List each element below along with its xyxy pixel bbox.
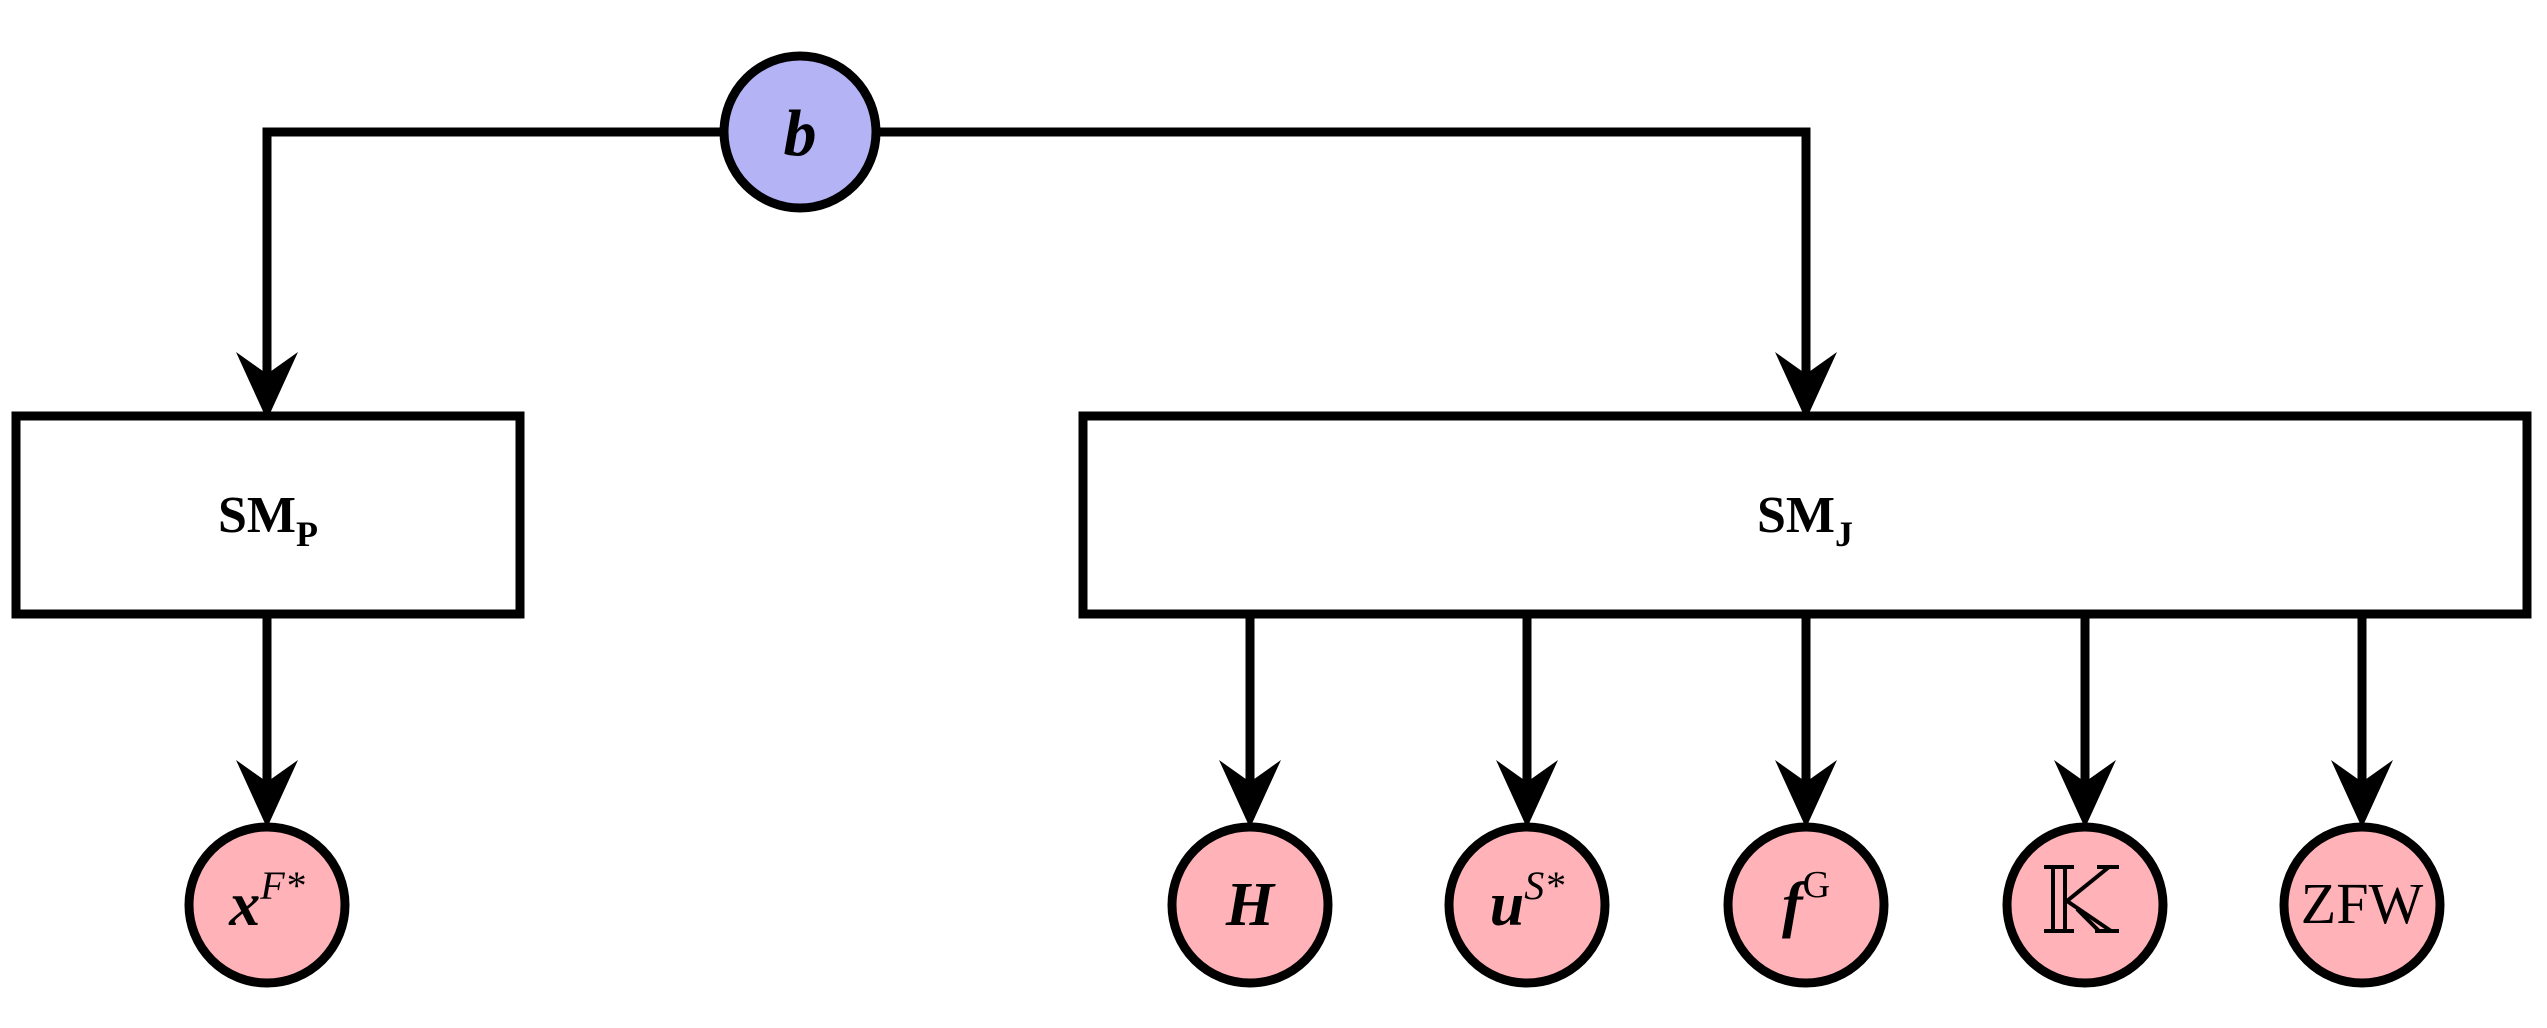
node-u-s-star-label-main: u (1490, 871, 1524, 939)
edge-sm-p-to-x (236, 614, 298, 828)
node-x-f-star-label-main: x (228, 871, 260, 939)
edge-sm-j-to-f-arrowhead (1775, 760, 1837, 828)
edge-b-to-sm-j-path (876, 127, 1811, 400)
node-sm-p-label: SMP (218, 487, 318, 554)
node-h-circle[interactable] (1167, 822, 1333, 988)
node-u-s-star-circle[interactable] (1444, 822, 1610, 988)
edge-sm-j-to-H-arrowhead (1219, 760, 1281, 828)
node-x-f-star-circle[interactable] (184, 822, 350, 988)
node-sm-p-rect[interactable] (11, 411, 525, 619)
node-u-s-star-label-sup: S* (1524, 863, 1564, 908)
node-x-f-star-label-sup: F* (259, 863, 304, 908)
node-h-label: H (1225, 871, 1276, 939)
node-sm-p[interactable]: SMP (11, 411, 525, 619)
edge-sm-j-to-f (1775, 614, 1837, 828)
edge-sm-p-to-x-arrowhead (236, 760, 298, 828)
node-sm-j-label: SMJ (1757, 487, 1853, 554)
edge-sm-j-to-K-arrowhead (2054, 760, 2116, 828)
edge-sm-j-to-ZFW (2331, 614, 2393, 828)
edge-sm-j-to-K (2054, 614, 2116, 828)
node-sm-j[interactable]: SMJ (1078, 411, 2532, 619)
node-h[interactable]: H (1167, 822, 1333, 988)
node-f-g-circle[interactable] (1723, 822, 1889, 988)
node-zfw[interactable]: ZFW (2279, 822, 2445, 988)
edge-b-to-sm-j-arrowhead (1775, 352, 1837, 420)
node-b-label: b (784, 97, 817, 170)
node-u-s-star[interactable]: uS* (1444, 822, 1610, 988)
node-k-blackboard[interactable]: K (2002, 822, 2168, 988)
node-k-blackboard-circle[interactable] (2002, 822, 2168, 988)
edge-b-to-sm-p (236, 127, 724, 420)
node-f-g[interactable]: fG (1723, 822, 1889, 988)
edge-b-to-sm-p-arrowhead (236, 352, 298, 420)
node-sm-p-label-sub: P (296, 514, 318, 554)
edge-sm-j-to-ZFW-arrowhead (2331, 760, 2393, 828)
node-sm-p-label-main: SM (218, 487, 296, 544)
edge-b-to-sm-j (876, 127, 1837, 420)
node-sm-j-label-main: SM (1757, 487, 1835, 544)
edge-sm-j-to-u-arrowhead (1496, 760, 1558, 828)
node-sm-j-rect[interactable] (1078, 411, 2532, 619)
edge-b-to-sm-p-path (262, 127, 724, 400)
edge-sm-j-to-H (1219, 614, 1281, 828)
node-b[interactable]: b (719, 51, 881, 213)
node-x-f-star-label: xF* (228, 863, 304, 939)
node-b-circle[interactable] (719, 51, 881, 213)
node-x-f-star[interactable]: xF* (184, 822, 350, 988)
node-zfw-circle[interactable] (2279, 822, 2445, 988)
node-sm-j-label-sub: J (1835, 514, 1853, 554)
node-k-blackboard-glyph (2044, 865, 2119, 933)
edge-sm-j-to-u (1496, 614, 1558, 828)
node-zfw-label: ZFW (2301, 871, 2424, 936)
node-u-s-star-label: uS* (1490, 863, 1564, 939)
node-f-g-label-sup: G (1803, 864, 1830, 906)
